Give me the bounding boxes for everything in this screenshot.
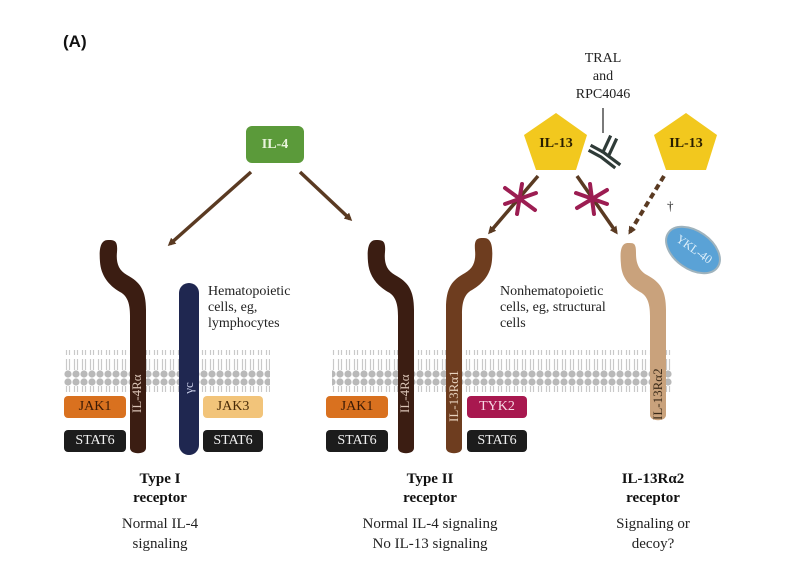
antibody-icon [587, 134, 622, 170]
hematopoietic-note: Hematopoietic cells, eg, lymphocytes [208, 284, 290, 332]
type1-title-line2: receptor [133, 490, 187, 506]
gamma-c-chain [179, 283, 199, 455]
il4ra-chain-type1 [99, 240, 146, 454]
membrane-type1 [64, 350, 270, 392]
arrow-il13-dashed-to-il13ra2 [628, 174, 666, 235]
antibody-label-line2: and [592, 69, 614, 84]
hematopoietic-note-line3: lymphocytes [208, 316, 280, 331]
type1-title-line1: Type I [139, 471, 181, 487]
arrow-il13-to-il13ra1 [488, 174, 540, 235]
type2-caption: Type II receptor Normal IL-4 signaling N… [330, 470, 530, 554]
il13-pentagon-left [524, 113, 587, 170]
jak3-box: JAK3 [203, 396, 263, 418]
type1-caption: Type I receptor Normal IL-4 signaling [95, 470, 225, 554]
membrane-type2 [332, 350, 672, 392]
panel-label: (A) [63, 32, 87, 51]
nonhematopoietic-note-line2: cells, eg, structural [500, 300, 606, 315]
il13ra2-desc-line2: decoy? [631, 536, 675, 552]
il4-ligand: IL-4 [246, 126, 304, 163]
type1-desc-line2: signaling [132, 536, 188, 552]
ykl40-ellipse [665, 225, 721, 275]
gamma-c-label: γc [181, 382, 196, 394]
stat6-box-4: STAT6 [467, 430, 527, 452]
jak1-box-type2: JAK1 [326, 396, 388, 418]
tyk2-box: TYK2 [467, 396, 527, 418]
hematopoietic-note-line2: cells, eg, [208, 300, 258, 315]
dagger-mark: † [667, 198, 674, 213]
il13-label-left: IL-13 [539, 136, 573, 151]
arrow-il4-to-type2 [298, 170, 353, 222]
il13ra1-label: IL-13Rα1 [446, 370, 461, 422]
hematopoietic-note-line1: Hematopoietic [208, 284, 291, 299]
il13ra2-label: IL-13Rα2 [650, 368, 665, 420]
il13ra2-desc-line1: Signaling or [616, 516, 690, 532]
stat6-box-2: STAT6 [203, 430, 263, 452]
inhibition-mark-right [574, 182, 609, 216]
il13ra2-caption: IL-13Rα2 receptor Signaling or decoy? [588, 470, 718, 554]
nonhematopoietic-note-line1: Nonhematopoietic [500, 284, 604, 299]
il13ra1-chain [446, 238, 493, 454]
il13-label-right: IL-13 [669, 136, 703, 151]
il4ra-chain-type2 [367, 240, 414, 454]
type2-desc-line1: Normal IL-4 signaling [362, 516, 498, 532]
nonhematopoietic-note: Nonhematopoietic cells, eg, structural c… [500, 284, 606, 332]
antibody-label: TRAL and RPC4046 [560, 50, 646, 104]
il4ra-label-type1: IL-4Rα [129, 374, 144, 413]
il13ra2-title-line1: IL-13Rα2 [621, 471, 685, 487]
il4ra-label-type2: IL-4Rα [397, 374, 412, 413]
type2-desc-line2: No IL-13 signaling [372, 536, 488, 552]
type2-title-line2: receptor [403, 490, 457, 506]
arrow-il4-to-type1 [167, 170, 253, 246]
il13-pentagon-right [654, 113, 717, 170]
type1-desc-line1: Normal IL-4 [121, 516, 199, 532]
jak1-box-type1: JAK1 [64, 396, 126, 418]
antibody-label-line3: RPC4046 [575, 87, 631, 102]
antibody-label-line1: TRAL [584, 51, 622, 66]
type2-title-line1: Type II [406, 471, 454, 487]
stat6-box-1: STAT6 [64, 430, 126, 452]
arrow-il13-to-il13ra2 [575, 174, 618, 235]
nonhematopoietic-note-line3: cells [500, 316, 526, 331]
stat6-box-3: STAT6 [326, 430, 388, 452]
il13ra2-title-line2: receptor [626, 490, 680, 506]
inhibition-mark-left [503, 182, 538, 216]
il13ra2-chain [620, 243, 666, 421]
